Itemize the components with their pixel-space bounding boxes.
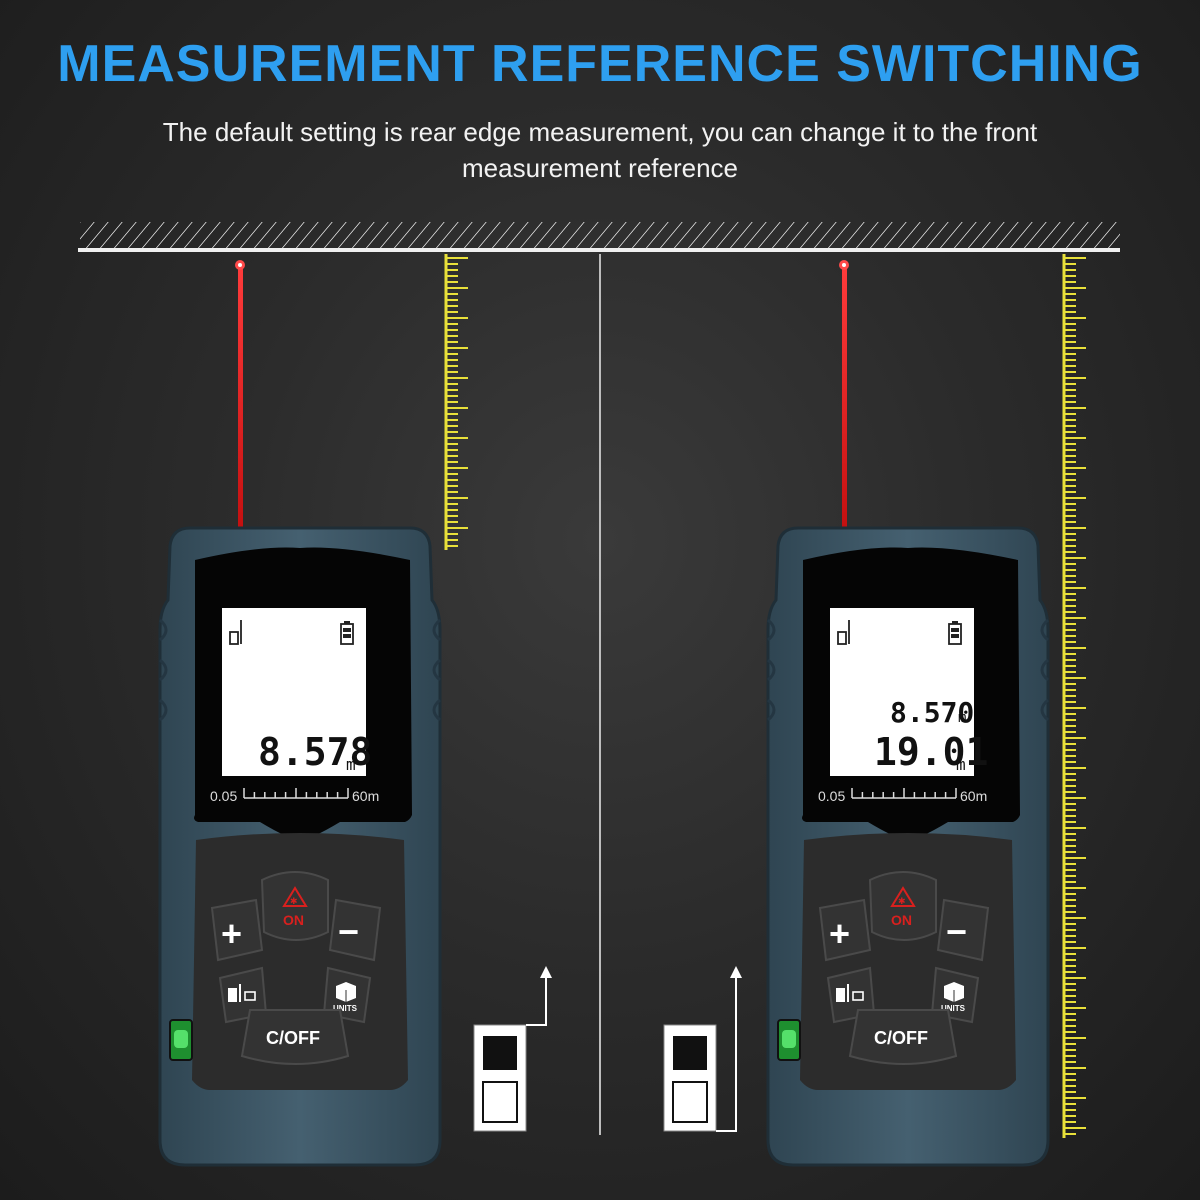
measuring-ruler-right: [1062, 254, 1086, 1138]
laser-beam-left: [235, 260, 245, 528]
front-reference-device: 8.570 m 19.01 m 0.05 60m ✱ ON + −: [766, 526, 1050, 1167]
page-title: MEASUREMENT REFERENCE SWITCHING: [57, 35, 1143, 93]
plus-button-label: +: [221, 913, 242, 954]
reference-mode-icon: [229, 620, 242, 645]
coff-button-label: C/OFF: [874, 1028, 928, 1048]
svg-text:✱: ✱: [898, 896, 906, 906]
laser-warning-icon: ✱: [890, 886, 916, 907]
on-button[interactable]: ✱ ON: [868, 871, 937, 941]
range-max-label: 60m: [960, 788, 987, 804]
svg-text:✱: ✱: [290, 896, 298, 906]
lcd-screen: [222, 608, 366, 776]
range-scale: [243, 788, 349, 799]
reference-mode-icon: [836, 984, 864, 1002]
minus-button[interactable]: −: [328, 898, 382, 962]
units-button-label: UNITS: [941, 1004, 966, 1013]
bubble-level-icon: [777, 1019, 801, 1061]
battery-icon: [948, 621, 962, 645]
measuring-ruler-left: [444, 254, 468, 550]
lcd-main-unit: m: [346, 755, 356, 774]
bubble-level-icon: [169, 1019, 193, 1061]
units-button-label: UNITS: [333, 1004, 358, 1013]
subtitle-line-1: The default setting is rear edge measure…: [162, 117, 1038, 147]
range-max-label: 60m: [352, 788, 379, 804]
ceiling-hatch: [78, 222, 1120, 252]
laser-beam-right: [839, 260, 849, 528]
minus-button-label: −: [338, 911, 359, 952]
lcd-main-value: 19.01: [874, 730, 988, 774]
range-min-label: 0.05: [210, 788, 237, 804]
keypad-panel: [192, 833, 408, 1090]
on-button[interactable]: ✱ ON: [260, 871, 329, 941]
units-cube-icon: [944, 982, 964, 1002]
lcd-screen: [830, 608, 974, 776]
keypad-panel: [800, 833, 1016, 1090]
minus-button-label: −: [946, 911, 967, 952]
minus-button[interactable]: −: [936, 898, 990, 962]
on-button-label: ON: [891, 912, 912, 928]
plus-button[interactable]: +: [210, 898, 264, 962]
coff-button[interactable]: C/OFF: [240, 1009, 350, 1065]
front-reference-icon: [663, 966, 742, 1132]
subtitle-line-2: measurement reference: [461, 153, 739, 183]
coff-button-label: C/OFF: [266, 1028, 320, 1048]
rear-reference-icon: [473, 966, 552, 1132]
battery-icon: [340, 621, 354, 645]
lcd-secondary-value: 8.570: [890, 696, 974, 729]
lcd-secondary-unit: m: [958, 710, 966, 726]
plus-button-label: +: [829, 913, 850, 954]
reference-mode-icon: [228, 984, 256, 1002]
laser-warning-icon: ✱: [282, 886, 308, 907]
lcd-main-value: 8.578: [258, 730, 372, 774]
units-button[interactable]: UNITS: [322, 966, 372, 1024]
units-cube-icon: [336, 982, 356, 1002]
on-button-label: ON: [283, 912, 304, 928]
lcd-main-unit: m: [956, 755, 966, 774]
page-subtitle: The default setting is rear edge measure…: [90, 114, 1110, 186]
units-button[interactable]: UNITS: [930, 966, 980, 1024]
range-min-label: 0.05: [818, 788, 845, 804]
range-scale: [851, 788, 957, 799]
plus-button[interactable]: +: [818, 898, 872, 962]
coff-button[interactable]: C/OFF: [848, 1009, 958, 1065]
reference-mode-icon: [837, 620, 850, 645]
rear-reference-device: 8.578 m 0.05 60m ✱ ON + −: [158, 526, 442, 1167]
